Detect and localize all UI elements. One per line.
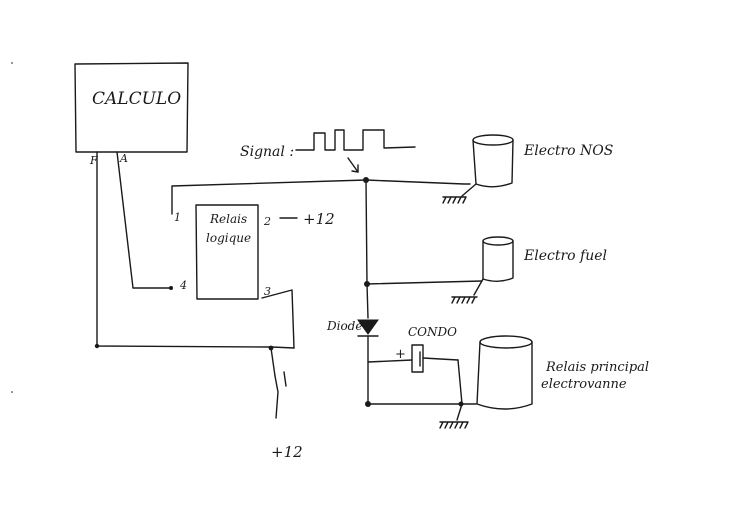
speck [11, 62, 13, 64]
junction-bottom [365, 401, 371, 407]
wire-f-to-bus [96, 151, 273, 348]
pin3-label: 3 [264, 285, 271, 298]
condo-body [411, 344, 424, 373]
calculator-label: CALCULO [92, 89, 181, 109]
signal-block: Signal : [240, 129, 416, 173]
logic-relay-block: Relais logique 1 2 3 4 +12 [174, 204, 335, 300]
relay-ground-lead [456, 403, 463, 421]
main-relay-block: Relais principal electrovanne [365, 335, 649, 429]
diode-block: Diode [326, 319, 379, 405]
pin4-terminal [169, 286, 173, 290]
condo-label: CONDO [408, 325, 457, 339]
signal-label: Signal : [240, 144, 294, 160]
junction-f [94, 343, 100, 349]
nos-ground-symbol [442, 196, 467, 204]
nos-ground-lead [461, 183, 477, 197]
wire-pin3-to-switch [271, 346, 295, 349]
wire-pin3 [261, 289, 295, 349]
logic-relay-box [195, 204, 259, 300]
pin-f-label: F [89, 154, 98, 167]
diode-triangle [357, 319, 379, 335]
fuel-ground-lead [473, 278, 484, 296]
wire-a-to-pin4 [116, 151, 172, 289]
fuel-solenoid-top [482, 236, 514, 246]
fuel-ground-symbol [451, 296, 478, 304]
condo-right-lead [422, 357, 459, 361]
main-relay-top [479, 335, 533, 349]
wire-condo-to-relay [457, 359, 463, 405]
pin1-label: 1 [174, 211, 181, 224]
pin4-label: 4 [179, 279, 187, 292]
condo-left-lead [367, 359, 413, 363]
wire-pin1-to-top-bus [171, 179, 367, 215]
main-relay-label-1: Relais principal [545, 360, 649, 375]
electro-nos-block: Electro NOS [365, 134, 613, 204]
switch-blade [274, 375, 279, 419]
switch-upper-lead [270, 347, 276, 377]
condo-block: CONDO + [367, 325, 459, 373]
logic-relay-label-1: Relais [209, 212, 247, 226]
relay-ground-symbol [439, 421, 469, 429]
wire-to-nos [365, 179, 471, 185]
wire-main-vertical [365, 179, 369, 319]
pin2-label: 2 [263, 215, 271, 228]
speck [11, 391, 13, 393]
condo-plus-label: + [395, 347, 406, 362]
signal-arrow-shaft [347, 157, 359, 173]
pin-a-label: A [119, 152, 128, 165]
fuel-solenoid-body [482, 240, 514, 282]
nos-solenoid-top [472, 134, 514, 146]
electro-fuel-label: Electro fuel [523, 248, 607, 264]
signal-arrow-head [351, 164, 359, 173]
logic-relay-label-2: logique [206, 231, 251, 245]
electro-nos-label: Electro NOS [523, 143, 613, 159]
pin2-plus12-label: +12 [303, 210, 335, 228]
wire-to-fuel [366, 280, 483, 285]
main-relay-label-2: electrovanne [541, 377, 627, 392]
signal-waveform [295, 129, 416, 151]
calculator-block: CALCULO F A [74, 62, 189, 167]
diode-label: Diode [326, 319, 362, 333]
calculator-box [74, 62, 189, 153]
nos-solenoid-body [472, 139, 514, 188]
main-relay-body [476, 341, 533, 410]
electro-fuel-block: Electro fuel [366, 236, 607, 304]
switch-block: +12 [270, 347, 303, 461]
switch-plus12-label: +12 [271, 443, 303, 461]
switch-contact [283, 371, 287, 387]
